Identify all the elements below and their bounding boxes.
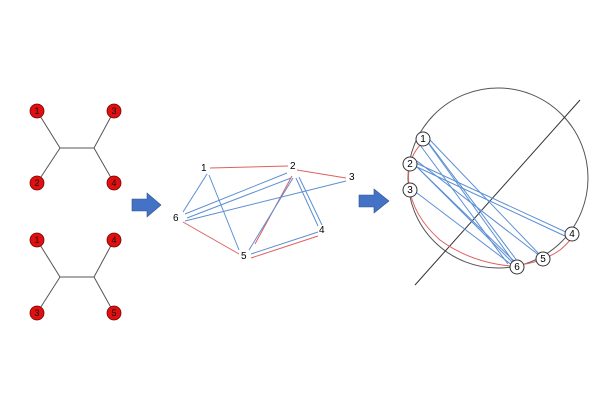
graph-edge-blue [184,172,288,215]
circle-edge-blue [416,160,541,257]
graph-edge-blue [295,177,319,227]
graph-edge-blue [250,231,319,255]
circle-node-label: 6 [514,262,520,273]
circle-node: 3 [402,182,418,198]
circle-edge-blue [419,144,509,265]
circle-node-label: 4 [569,229,575,240]
node-label: 4 [111,235,116,245]
node-label: 3 [111,106,116,116]
node-label: 5 [111,308,116,318]
graph-edge-blue [248,177,294,251]
layout-circle [407,87,589,269]
graph-node-label: 2 [290,161,296,172]
tree-node: 3 [29,305,45,321]
node-label: 2 [34,178,39,188]
tree-node: 4 [106,232,122,248]
circle-node: 6 [509,259,525,275]
circle-node: 5 [535,251,551,267]
graph-edge-blue [298,176,323,226]
circle-node: 1 [415,131,431,147]
circle-node-label: 1 [420,134,426,145]
circle-node-label: 5 [540,254,546,265]
graph-node-label: 6 [173,213,179,224]
graph-edges [182,165,347,259]
tree-node: 1 [29,103,45,119]
graph-edge-red [209,165,289,169]
circle-graph: 1 2 3 4 5 6 [402,87,589,286]
node-label: 4 [111,178,116,188]
graph-node-label: 3 [349,172,355,183]
graph-edge-red [182,221,240,255]
circle-edge-blue [427,141,519,263]
node-label: 1 [34,106,39,116]
circle-node: 4 [564,226,580,242]
arrow-right-icon [358,188,390,214]
diagonal-line [414,99,581,286]
circle-edges-blue [415,137,569,266]
graph-node-label: 5 [241,251,247,262]
tree-node: 3 [106,103,122,119]
graph-edge-blue [186,177,292,219]
graph-edge-blue [184,180,347,222]
graph-node-label: 4 [319,225,325,236]
graph-edge-blue [182,173,208,213]
graph-nodes: 1 2 3 4 5 6 [173,161,355,262]
graph-edge-red [250,235,319,259]
circle-edge-blue [416,166,568,238]
tree-node: 5 [106,305,122,321]
circle-edge-blue [416,192,513,266]
node-label: 3 [34,308,39,318]
circle-node-label: 2 [407,159,413,170]
tree-top: 1 3 2 4 [29,103,122,191]
circle-edge-blue [427,137,542,257]
circle-node: 2 [402,156,418,172]
circle-node-label: 3 [407,185,413,196]
graph-edge-red [296,169,347,179]
graph-node-label: 1 [201,163,207,174]
circle-edge-blue [417,167,516,263]
tree-bottom: 1 4 3 5 [29,232,122,321]
tree-node: 2 [29,175,45,191]
tree-node: 4 [106,175,122,191]
graph-edge-blue [208,174,240,251]
tree-node: 1 [29,232,45,248]
node-label: 1 [34,235,39,245]
arrow-right-icon [131,192,162,218]
circle-edge-blue [415,162,569,234]
